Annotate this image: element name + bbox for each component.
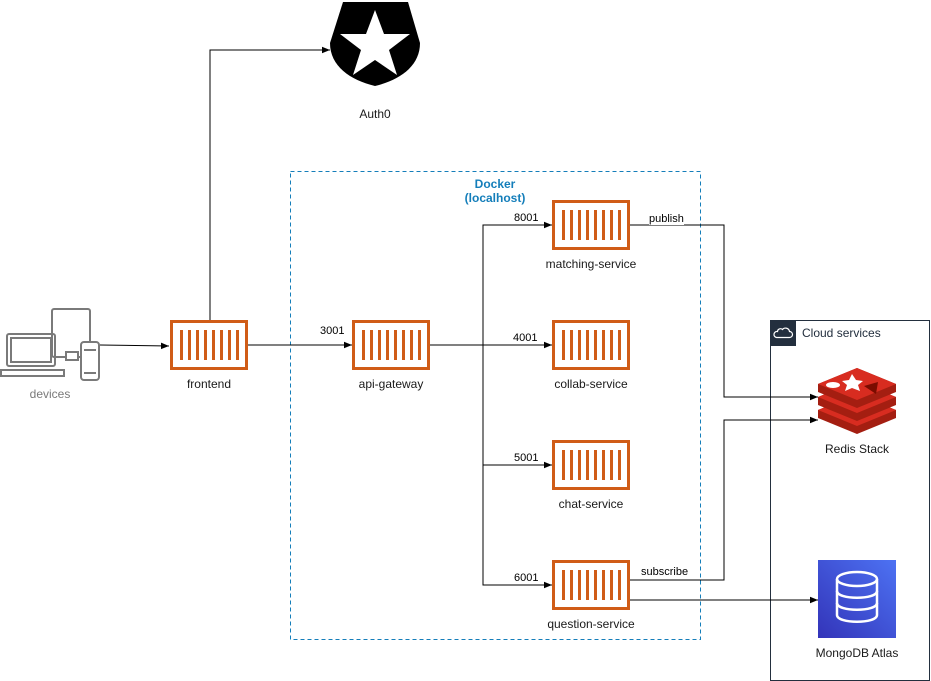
devices-label: devices: [29, 387, 71, 401]
edge-label-6001: 6001: [514, 572, 539, 584]
database-icon: [818, 560, 896, 638]
edge-api-gateway-chat: [482, 345, 552, 469]
edge-label-subscribe: subscribe: [641, 566, 689, 578]
edge-matching-redis: [630, 224, 818, 401]
docker-group-boundary: [290, 171, 701, 640]
chat-service-label: chat-service: [558, 497, 624, 511]
edge-api-gateway-matching: [482, 221, 552, 345]
auth0-logo: [330, 2, 420, 86]
edge-frontend-auth0: [209, 46, 330, 320]
frontend-label: frontend: [186, 377, 232, 391]
question-service-label: question-service: [547, 617, 635, 631]
question-service-container-icon: [552, 560, 630, 610]
edge-label-3001: 3001: [320, 325, 345, 337]
auth0-label: Auth0: [359, 107, 391, 121]
edge-label-8001: 8001: [514, 212, 539, 224]
docker-title-line2: (localhost): [464, 191, 526, 205]
redis-label: Redis Stack: [824, 442, 890, 456]
collab-service-label: collab-service: [554, 377, 628, 391]
docker-title-line1: Docker: [474, 177, 516, 191]
edge-devices-frontend: [99, 342, 170, 350]
matching-service-container-icon: [552, 200, 630, 250]
mongodb-label: MongoDB Atlas: [815, 646, 899, 660]
docker-group-title: Docker (localhost): [465, 177, 526, 205]
edge-label-publish: publish: [649, 213, 684, 225]
collab-service-container-icon: [552, 320, 630, 370]
edge-question-redis: [630, 416, 818, 581]
edge-api-gateway-question: [482, 465, 552, 589]
edge-label-4001: 4001: [513, 332, 538, 344]
matching-service-label: matching-service: [545, 257, 637, 271]
api-gateway-container-icon: [352, 320, 430, 370]
cloud-group-title: Cloud services: [802, 326, 881, 340]
chat-service-container-icon: [552, 440, 630, 490]
redis-logo: [818, 368, 896, 434]
cloud-icon: [770, 320, 796, 346]
devices-icon: [0, 308, 100, 381]
edge-label-5001: 5001: [514, 452, 539, 464]
api-gateway-label: api-gateway: [358, 377, 424, 391]
frontend-container-icon: [170, 320, 248, 370]
